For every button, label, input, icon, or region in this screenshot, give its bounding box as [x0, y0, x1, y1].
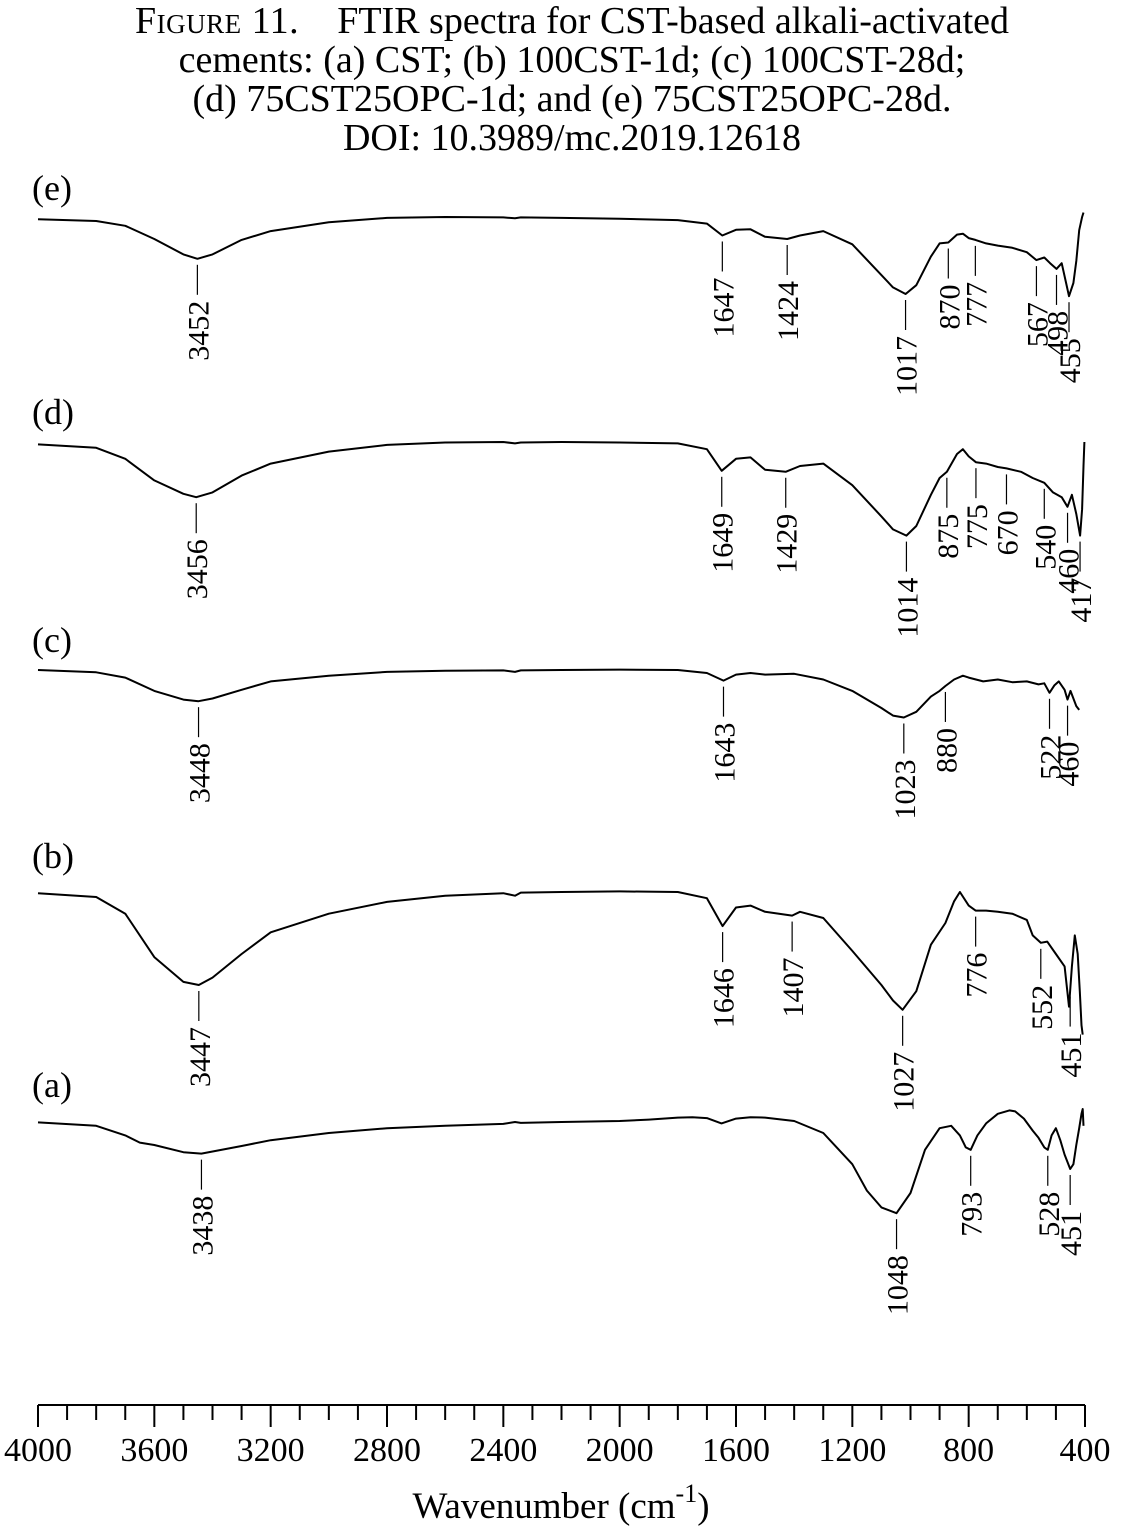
- spectrum-line: [37, 668, 1080, 719]
- peak-label-540: 540: [1029, 525, 1062, 570]
- peak-label-3448: 3448: [184, 743, 217, 803]
- peak-label-455: 455: [1054, 338, 1087, 383]
- peak-label-417: 417: [1065, 578, 1098, 623]
- peak-label-875: 875: [932, 514, 965, 559]
- peak-label-451: 451: [1055, 1211, 1088, 1256]
- peak-label-3447: 3447: [184, 1027, 217, 1087]
- x-tick-label-4000: 4000: [4, 1432, 72, 1469]
- series-label: (d): [32, 392, 74, 432]
- series-label: (c): [32, 620, 72, 660]
- peak-label-552: 552: [1026, 985, 1059, 1030]
- x-tick-label-800: 800: [943, 1432, 994, 1469]
- peak-label-3438: 3438: [186, 1196, 219, 1256]
- spectrum-line: [37, 1108, 1085, 1215]
- peak-label-670: 670: [991, 510, 1024, 555]
- peak-label-451: 451: [1055, 1033, 1088, 1078]
- figure-label: Figure 11.: [134, 0, 300, 42]
- peak-label-1017: 1017: [891, 336, 924, 396]
- x-tick-label-2400: 2400: [469, 1432, 537, 1469]
- x-tick-label-3200: 3200: [237, 1432, 305, 1469]
- spectrum-line: [37, 890, 1084, 1035]
- x-tick-label-3600: 3600: [120, 1432, 188, 1469]
- x-tick-label-2000: 2000: [586, 1432, 654, 1469]
- peak-label-1643: 1643: [708, 723, 741, 783]
- spectrum-line: [37, 212, 1085, 298]
- series-label: (a): [32, 1065, 72, 1105]
- peak-label-1048: 1048: [882, 1255, 915, 1315]
- series-label: (e): [32, 168, 72, 208]
- peak-label-1014: 1014: [891, 578, 924, 638]
- peak-label-775: 775: [961, 504, 994, 549]
- spectrum-line: [37, 441, 1086, 537]
- peak-label-880: 880: [930, 728, 963, 773]
- caption-line-2: cements: (a) CST; (b) 100CST-1d; (c) 100…: [178, 39, 966, 81]
- peak-label-776: 776: [961, 953, 994, 998]
- figure-caption: Figure 11. FTIR spectra for CST-based al…: [0, 0, 1144, 158]
- peak-label-1027: 1027: [888, 1052, 921, 1112]
- x-tick-label-2800: 2800: [353, 1432, 421, 1469]
- x-tick-label-1600: 1600: [702, 1432, 770, 1469]
- peak-label-522: 522: [1035, 735, 1068, 780]
- caption-doi: DOI: 10.3989/mc.2019.12618: [342, 117, 802, 159]
- x-tick-label-1200: 1200: [818, 1432, 886, 1469]
- caption-line-1: Figure 11. FTIR spectra for CST-based al…: [0, 2, 1144, 41]
- peak-label-1646: 1646: [708, 968, 741, 1028]
- peak-label-777: 777: [960, 282, 993, 327]
- x-axis: 4000 3600 3200 2800 2400 2000 1600 1200 800 400: [4, 1404, 1111, 1469]
- peak-label-3452: 3452: [182, 301, 215, 361]
- peak-label-870: 870: [933, 285, 966, 330]
- peak-label-1647: 1647: [707, 277, 740, 337]
- x-tick-label-400: 400: [1060, 1432, 1111, 1469]
- peak-label-528: 528: [1033, 1192, 1066, 1237]
- peak-label-1407: 1407: [777, 958, 810, 1018]
- peak-label-567: 567: [1021, 302, 1054, 347]
- peak-label-793: 793: [956, 1192, 989, 1237]
- caption-text-1: FTIR spectra for CST-based alkali-activa…: [337, 0, 1010, 42]
- x-axis-label: Wavenumber (cm-1): [412, 1479, 709, 1527]
- peak-label-3456: 3456: [181, 539, 214, 599]
- peak-label-1649: 1649: [707, 513, 740, 573]
- peak-label-1023: 1023: [889, 760, 922, 820]
- peak-label-1429: 1429: [771, 514, 804, 574]
- peak-label-1424: 1424: [772, 281, 805, 341]
- caption-line-3: (d) 75CST25OPC-1d; and (e) 75CST25OPC-28…: [192, 78, 952, 120]
- peak-label-460: 460: [1053, 742, 1086, 787]
- series-label: (b): [32, 836, 74, 876]
